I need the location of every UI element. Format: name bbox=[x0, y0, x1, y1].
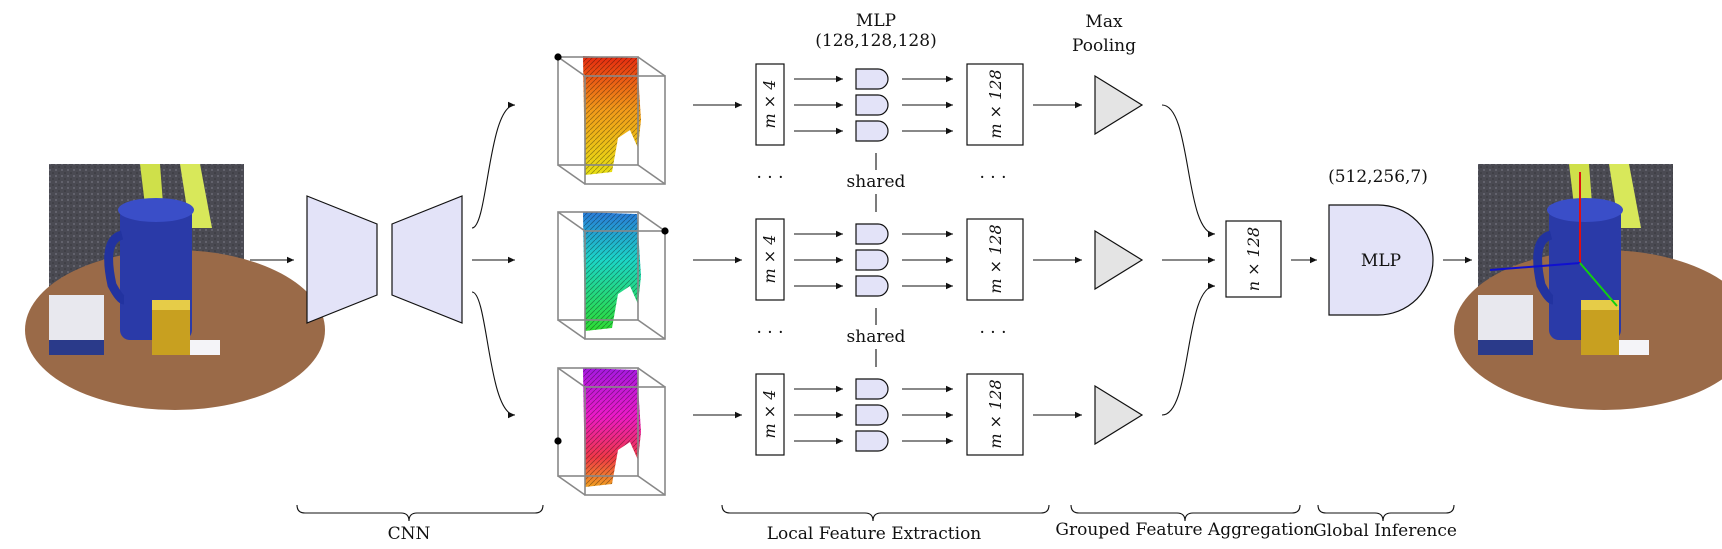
local-feat-box bbox=[966, 218, 1024, 301]
ellipsis: · · · bbox=[756, 323, 783, 343]
mlp-top-sizes: (128,128,128) bbox=[815, 31, 936, 51]
local-feat-label: m × 128 bbox=[986, 224, 1005, 293]
input-image bbox=[25, 164, 325, 410]
section-label-local: Local Feature Extraction bbox=[767, 524, 982, 544]
ellipsis: · · · bbox=[979, 323, 1006, 343]
feature-row-2: m × 4 m × 128 bbox=[693, 218, 1144, 301]
global-mlp-block bbox=[1328, 204, 1434, 316]
mlp-unit bbox=[855, 223, 889, 245]
max-pool-triangle bbox=[1094, 384, 1144, 446]
max-pool-triangle bbox=[1094, 74, 1144, 136]
mlp-unit bbox=[855, 430, 889, 452]
local-feat-box bbox=[966, 373, 1024, 456]
point-cloud-2 bbox=[557, 211, 669, 340]
input-dim-box bbox=[755, 218, 785, 301]
section-label-grouped: Grouped Feature Aggregation bbox=[1055, 520, 1314, 540]
global-mlp-label: MLP bbox=[1361, 251, 1401, 271]
ellipsis: · · · bbox=[756, 168, 783, 188]
input-dim-label: m × 4 bbox=[760, 235, 779, 284]
local-feat-label: m × 128 bbox=[986, 69, 1005, 138]
shared-label: shared bbox=[847, 327, 906, 347]
arrow-cnn-to-cloud-3 bbox=[471, 291, 516, 419]
pose-axes bbox=[1489, 172, 1618, 307]
section-label-global: Global Inference bbox=[1313, 521, 1457, 541]
max-pool-triangle bbox=[1094, 229, 1144, 291]
feature-row-1: m × 4 m × 128 bbox=[693, 63, 1144, 146]
global-feat-box bbox=[1225, 220, 1282, 298]
input-dim-label: m × 4 bbox=[760, 80, 779, 129]
output-image bbox=[1454, 164, 1722, 410]
local-feat-label: m × 128 bbox=[986, 379, 1005, 448]
mlp-unit bbox=[855, 275, 889, 297]
section-label-cnn: CNN bbox=[388, 524, 431, 544]
global-mlp-sizes: (512,256,7) bbox=[1328, 167, 1428, 187]
feature-row-3: m × 4 m × 128 bbox=[693, 373, 1144, 456]
ellipsis: · · · bbox=[979, 168, 1006, 188]
brace-local bbox=[721, 504, 1050, 522]
mlp-unit bbox=[855, 68, 889, 90]
mlp-unit bbox=[855, 249, 889, 271]
cnn-encoder bbox=[306, 195, 378, 324]
shared-label: shared bbox=[847, 172, 906, 192]
point-cloud-1 bbox=[554, 53, 666, 185]
mlp-unit bbox=[855, 378, 889, 400]
mlp-top-title: MLP bbox=[856, 11, 896, 31]
arrow-cnn-to-cloud-1 bbox=[471, 101, 516, 229]
local-feat-box bbox=[966, 63, 1024, 146]
input-dim-box bbox=[755, 63, 785, 146]
brace-cnn bbox=[296, 504, 544, 522]
input-dim-label: m × 4 bbox=[760, 390, 779, 439]
mlp-unit bbox=[855, 120, 889, 142]
maxpool-title-line2: Pooling bbox=[1072, 36, 1136, 56]
arrow-pool-1-to-agg bbox=[1161, 104, 1216, 238]
brace-global bbox=[1317, 504, 1455, 522]
point-cloud-3 bbox=[554, 367, 666, 496]
brace-grouped bbox=[1070, 504, 1301, 522]
arrow-pool-3-to-agg bbox=[1161, 282, 1216, 416]
cnn-block bbox=[306, 195, 463, 324]
cnn-decoder bbox=[391, 195, 463, 324]
global-feat-label: n × 128 bbox=[1244, 227, 1263, 291]
input-dim-box bbox=[755, 373, 785, 456]
mlp-unit bbox=[855, 94, 889, 116]
maxpool-title-line1: Max bbox=[1085, 12, 1123, 32]
mlp-unit bbox=[855, 404, 889, 426]
